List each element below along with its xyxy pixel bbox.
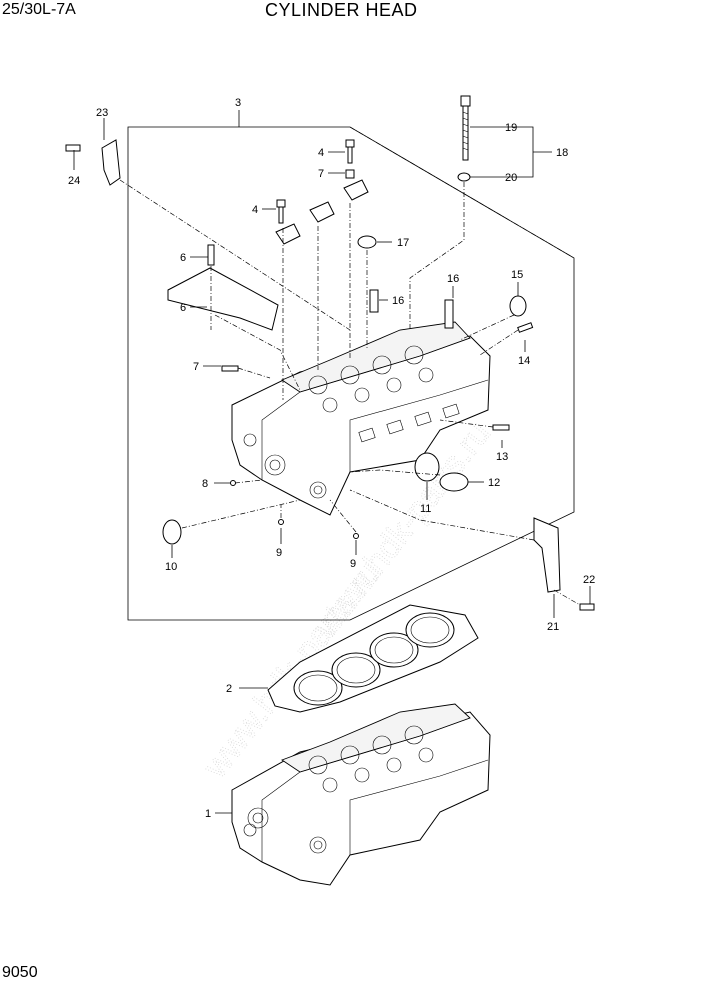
callout-17: 17	[397, 237, 409, 249]
cylinder-head-lower	[231, 703, 491, 886]
cam-cap-mid	[309, 201, 335, 223]
lifting-hook	[101, 139, 121, 186]
head-gasket	[267, 604, 479, 713]
plug	[357, 235, 377, 249]
callout-2: 2	[226, 683, 232, 695]
callout-15: 15	[511, 269, 523, 281]
callout-labels: 3 23 24 4 7 4 6 6 7 19 18 20 17 16 16 15…	[68, 97, 595, 820]
stud	[517, 322, 534, 333]
assembly-axes	[119, 126, 581, 606]
callout-8: 7	[193, 361, 199, 373]
bolt-bracket	[207, 244, 215, 266]
callout-5: 7	[318, 168, 324, 180]
callout-21: 21	[547, 621, 559, 633]
callout-12: 12	[488, 477, 500, 489]
oil-seal	[414, 452, 440, 482]
callout-23: 23	[96, 107, 108, 119]
seal-cap	[509, 295, 527, 317]
long-bolt	[460, 95, 471, 161]
callout-6: 6	[180, 252, 186, 264]
bolt-left	[276, 199, 286, 224]
callout-18: 18	[556, 147, 568, 159]
callout-19: 19	[505, 122, 517, 134]
stud-side	[221, 365, 239, 372]
callout-22: 22	[583, 574, 595, 586]
bolt-rear	[579, 603, 595, 611]
sleeve-left	[369, 289, 379, 313]
callout-9c: 9	[350, 558, 356, 570]
callout-24: 24	[68, 175, 80, 187]
plug-9c	[353, 533, 359, 539]
rear-bracket	[533, 517, 561, 593]
page-number: 9050	[2, 964, 38, 981]
leader-lines	[73, 110, 591, 814]
callout-7: 6	[180, 302, 186, 314]
callout-4b: 4	[252, 204, 258, 216]
bracket	[167, 267, 279, 331]
dowel	[345, 169, 355, 179]
callout-1: 1	[205, 808, 211, 820]
callout-3: 3	[235, 97, 241, 109]
callout-11: 11	[420, 503, 431, 515]
callout-13: 13	[496, 451, 508, 463]
gasket-ring	[439, 472, 469, 492]
cam-cap-left	[275, 223, 301, 245]
callout-4a: 4	[318, 147, 324, 159]
bolt-hook	[65, 144, 81, 152]
washer	[457, 172, 471, 182]
page-title: CYLINDER HEAD	[265, 0, 418, 20]
plug-9b	[278, 519, 284, 525]
sleeve-right	[444, 299, 454, 329]
callout-10: 10	[165, 561, 177, 573]
cam-cap-right	[343, 179, 369, 201]
callout-9a: 8	[202, 478, 208, 490]
stud-lower	[492, 424, 510, 431]
bolt-upper	[345, 139, 355, 164]
cylinder-head-upper	[231, 321, 491, 516]
plug-9a	[230, 480, 236, 486]
callout-14: 14	[518, 355, 530, 367]
callout-20: 20	[505, 172, 517, 184]
oil-seal-front	[162, 519, 182, 545]
model-code: 25/30L-7A	[2, 1, 76, 18]
callout-9b: 9	[276, 547, 282, 559]
callout-16a: 16	[392, 295, 404, 307]
callout-16b: 16	[447, 273, 459, 285]
